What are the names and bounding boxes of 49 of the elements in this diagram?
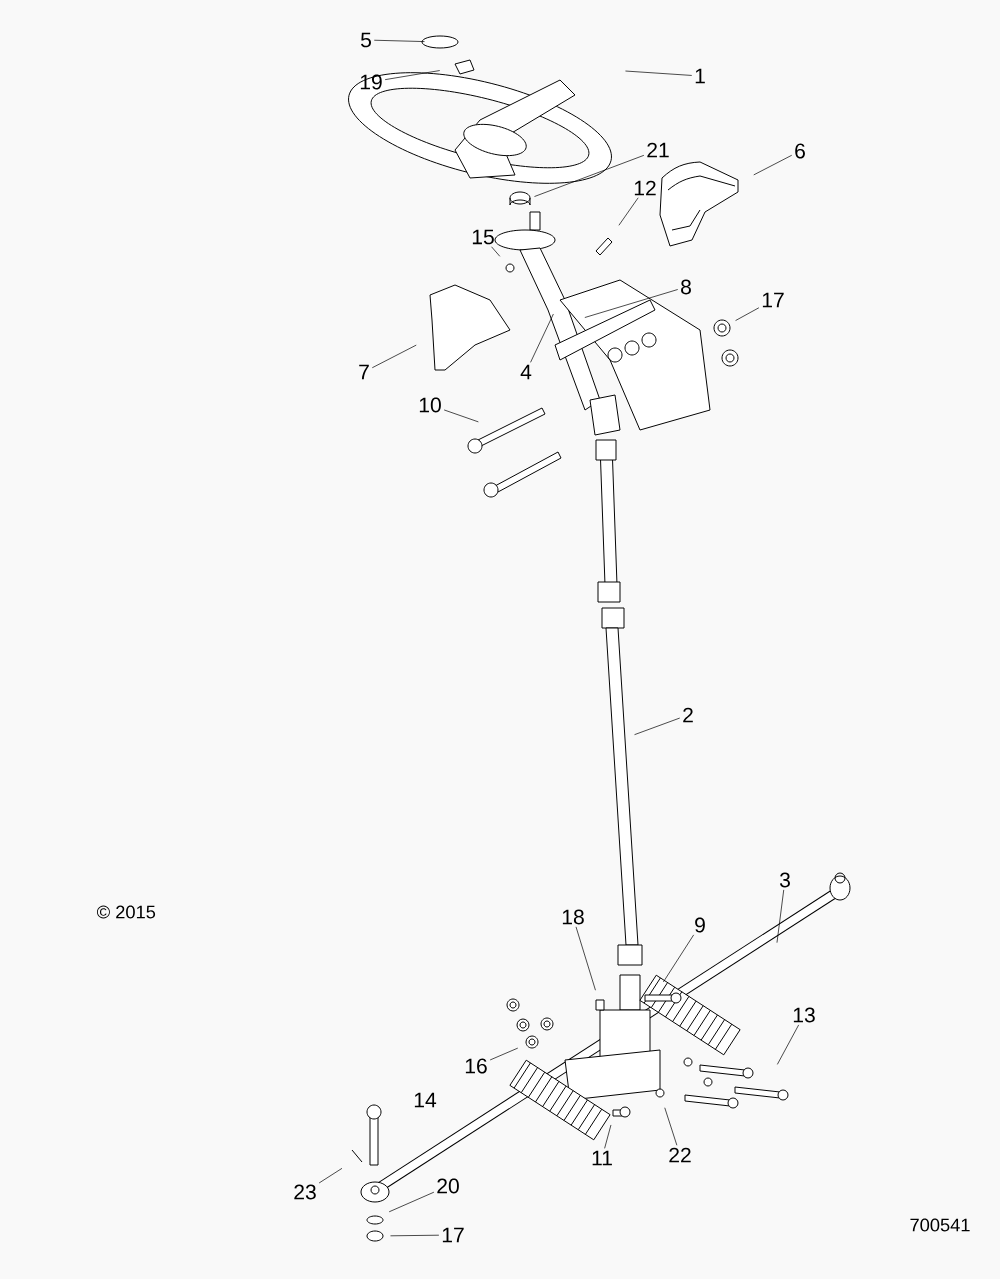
leader-line [371,344,417,369]
leader-line [604,1124,612,1149]
callout-number: 6 [795,143,805,159]
callout-number: 4 [520,364,532,380]
drawing-number: 700541 [910,1218,970,1232]
leader-line [489,1047,519,1061]
leader-line [373,39,425,42]
leader-line [388,1191,435,1213]
callout-number: 11 [592,1150,612,1166]
callout-number: 18 [562,909,584,925]
callout-number: 17 [442,1227,464,1243]
callout-number: 16 [465,1058,487,1074]
callout-number: 15 [472,229,494,245]
callout-number: 8 [681,279,691,295]
copyright-notice: © 2015 [97,905,156,919]
callout-number: 20 [437,1178,459,1194]
callout-number: 10 [419,397,441,413]
callout-number: 12 [634,180,656,196]
leader-line [618,197,639,226]
leader-line [384,70,441,80]
leader-line [534,154,645,197]
callout-number: 14 [414,1092,437,1108]
callout-number: 19 [360,74,382,90]
leader-line [491,246,501,257]
callout-number: 1 [695,68,705,84]
leader-line [443,409,479,423]
callout-number: 13 [793,1007,815,1023]
callout-number: 7 [359,364,369,380]
leader-line [634,717,681,735]
leader-line [530,313,554,363]
callout-number: 21 [647,142,669,158]
callout-number: 9 [695,917,705,933]
leader-line [753,154,793,176]
callout-number: 17 [762,292,784,308]
leader-line [390,1234,440,1237]
leader-line [735,307,760,321]
leader-line [776,889,785,943]
leader-line [777,1024,800,1065]
leader-line [575,926,596,991]
leader-line [584,289,679,318]
callout-number: 2 [683,707,693,723]
leader-line [663,934,694,983]
callout-number: 5 [361,32,371,48]
callout-number: 23 [294,1184,316,1200]
leader-line [664,1107,678,1146]
leader-line [318,1168,343,1184]
callout-number: 3 [779,872,790,888]
callout-number: 22 [669,1147,691,1163]
leader-line [625,70,693,76]
